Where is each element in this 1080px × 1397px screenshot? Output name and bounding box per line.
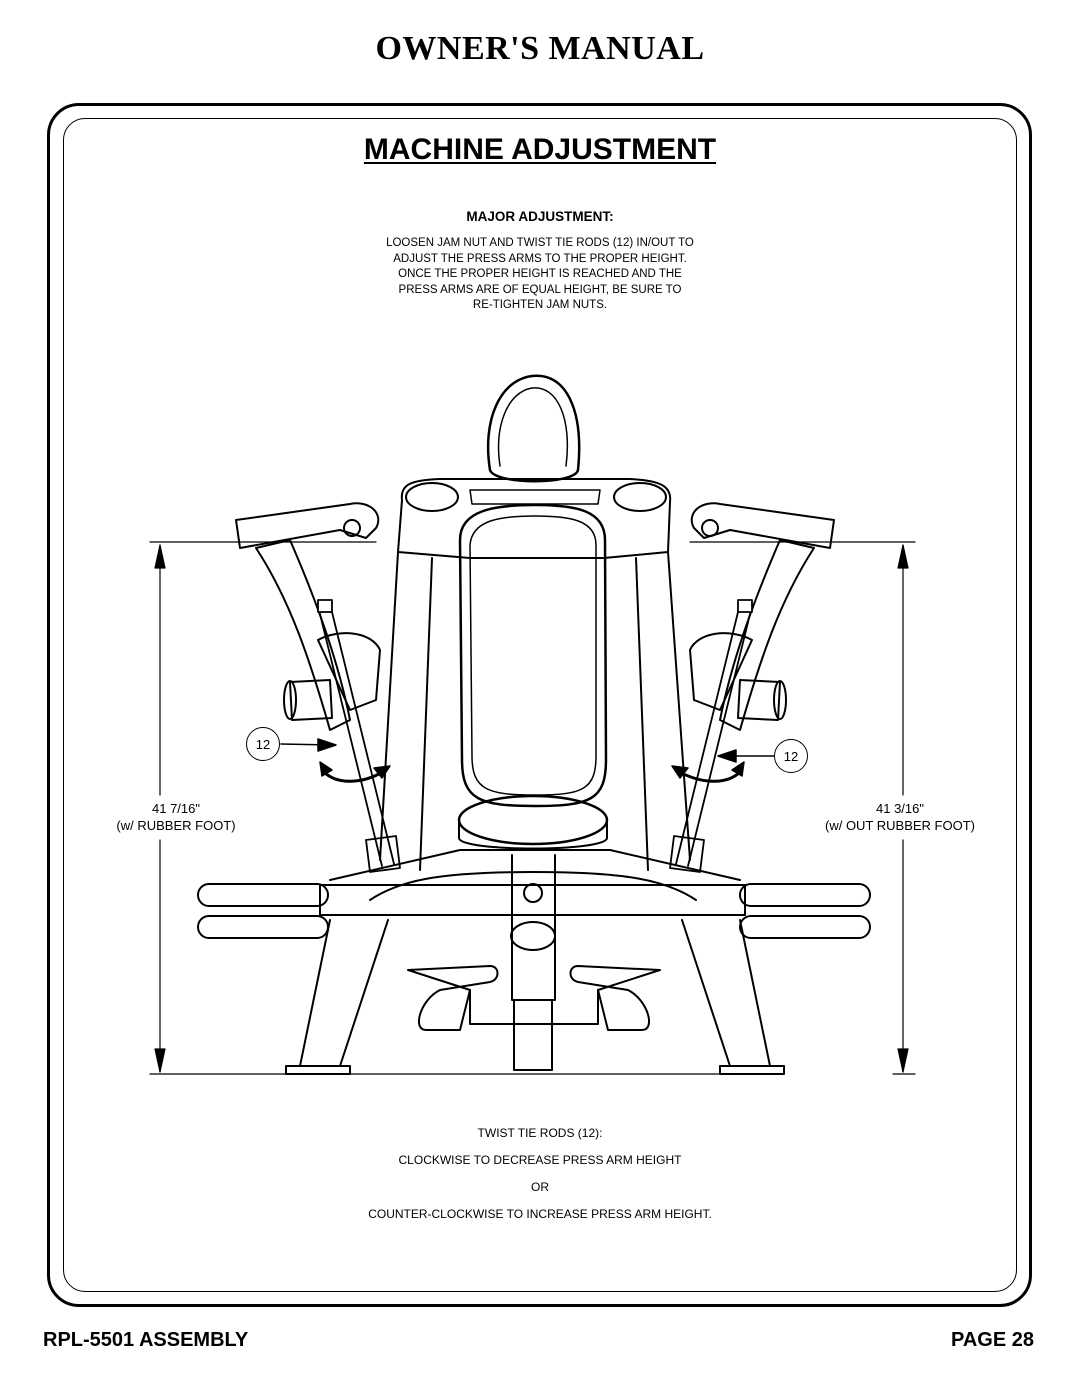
right-dimension-value: 41 3/16" bbox=[876, 801, 924, 816]
section-title: MACHINE ADJUSTMENT bbox=[0, 133, 1080, 167]
outer-frame bbox=[47, 103, 1032, 1307]
top-crossbar bbox=[397, 478, 672, 559]
legs bbox=[285, 919, 785, 1075]
inner-frame bbox=[63, 118, 1017, 1292]
handles bbox=[197, 883, 871, 939]
major-adjustment-line: ADJUST THE PRESS ARMS TO THE PROPER HEIG… bbox=[393, 252, 687, 265]
callout-tie-rod-right: 12 bbox=[774, 739, 808, 773]
tie-rod-left bbox=[317, 599, 401, 873]
manual-title: OWNER'S MANUAL bbox=[375, 30, 705, 67]
seat-back bbox=[458, 503, 608, 808]
major-adjustment-line: RE-TIGHTEN JAM NUTS. bbox=[472, 299, 608, 311]
left-press-arm bbox=[235, 502, 381, 731]
dimension-lines bbox=[149, 541, 916, 1075]
instruction-line: TWIST TIE RODS (12): bbox=[477, 1126, 603, 1140]
instruction-line: CLOCKWISE TO DECREASE PRESS ARM HEIGHT bbox=[398, 1153, 682, 1167]
instruction-line: OR bbox=[531, 1180, 549, 1194]
footer-page-number: PAGE 28 bbox=[951, 1329, 1034, 1351]
right-height-dimension: 41 3/16" (w/ OUT RUBBER FOOT) bbox=[785, 800, 1015, 834]
footer-model: RPL-5501 ASSEMBLY bbox=[43, 1329, 249, 1351]
tie-rod-right bbox=[669, 599, 753, 873]
right-dimension-note: (w/ OUT RUBBER FOOT) bbox=[825, 818, 975, 833]
section-title-text: MACHINE ADJUSTMENT bbox=[363, 133, 717, 166]
major-adjustment-heading: MAJOR ADJUSTMENT: bbox=[466, 209, 614, 224]
major-adjustment-line: ONCE THE PROPER HEIGHT IS REACHED AND TH… bbox=[398, 268, 682, 280]
instruction-line: COUNTER-CLOCKWISE TO INCREASE PRESS ARM … bbox=[368, 1207, 712, 1221]
callout-tie-rod-left: 12 bbox=[246, 727, 280, 761]
callout-arrows bbox=[280, 738, 775, 783]
seat bbox=[457, 794, 609, 850]
major-adjustment-line: LOOSEN JAM NUT AND TWIST TIE RODS (12) I… bbox=[386, 237, 694, 249]
left-dimension-note: (w/ RUBBER FOOT) bbox=[116, 818, 236, 833]
back-pad bbox=[486, 374, 581, 483]
foot-plates bbox=[407, 965, 661, 1031]
major-adjustment-text: LOOSEN JAM NUT AND TWIST TIE RODS (12) I… bbox=[290, 236, 790, 314]
tie-rod-instructions: TWIST TIE RODS (12): CLOCKWISE TO DECREA… bbox=[0, 1125, 1080, 1233]
lower-frame bbox=[319, 849, 746, 1071]
left-dimension-value: 41 7/16" bbox=[152, 801, 200, 816]
right-press-arm bbox=[689, 502, 835, 731]
uprights bbox=[379, 551, 691, 871]
major-adjustment-line: PRESS ARMS ARE OF EQUAL HEIGHT, BE SURE … bbox=[398, 283, 682, 296]
left-height-dimension: 41 7/16" (w/ RUBBER FOOT) bbox=[86, 800, 266, 834]
